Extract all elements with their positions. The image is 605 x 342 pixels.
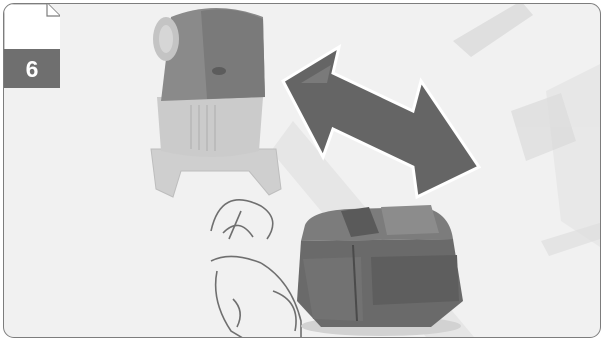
step-number: 6	[6, 50, 58, 88]
instruction-figure: 6	[3, 3, 601, 338]
illustration	[3, 3, 601, 338]
hand-icon	[211, 200, 301, 338]
battery-pack-icon	[297, 205, 463, 336]
charger-icon	[151, 8, 281, 197]
